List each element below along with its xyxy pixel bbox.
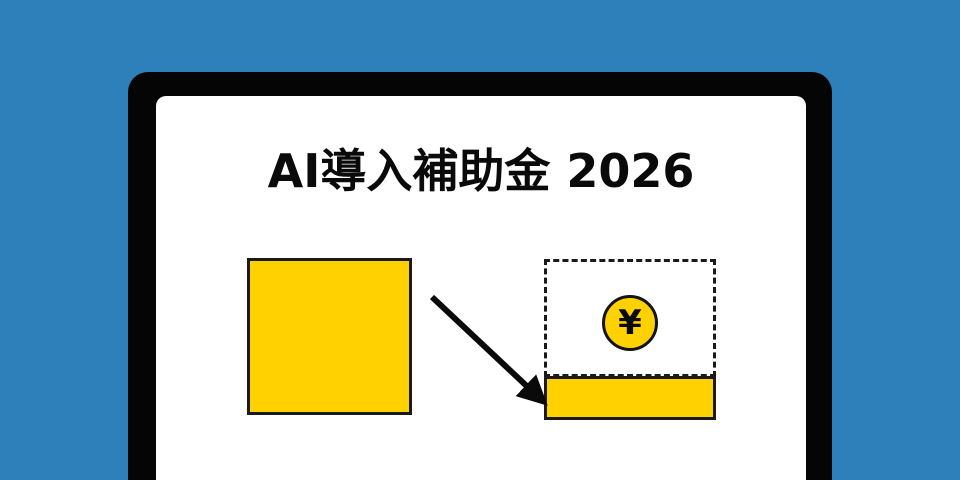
target-fill-bar: [544, 376, 716, 420]
yen-symbol: ¥: [618, 303, 642, 343]
source-block: [247, 258, 412, 415]
page-title: AI導入補助金 2026: [267, 144, 695, 198]
flow-arrow: [429, 294, 548, 406]
yen-coin-icon: ¥: [602, 295, 658, 351]
diagram: ¥: [156, 96, 806, 480]
device-screen: AI導入補助金 2026 ¥: [156, 96, 806, 480]
target-outline-box: [544, 259, 716, 377]
